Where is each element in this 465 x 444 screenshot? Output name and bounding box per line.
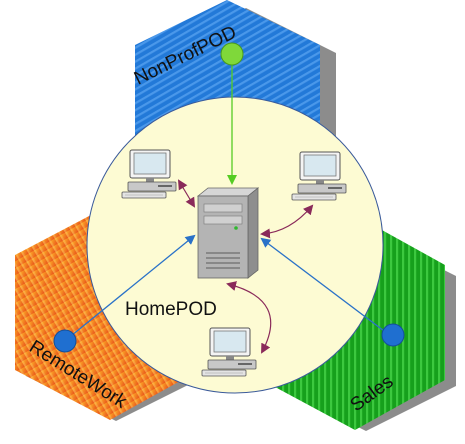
homepod-label: HomePOD xyxy=(125,299,217,320)
link-remote-to-server xyxy=(65,234,196,341)
nonprof-endpoint xyxy=(220,42,244,66)
link-ws-bottom xyxy=(226,281,272,354)
link-sales-to-server xyxy=(260,237,393,338)
workstation-right-icon xyxy=(291,151,347,201)
server-icon xyxy=(196,187,260,279)
link-ws-right xyxy=(260,204,314,239)
remote-endpoint xyxy=(53,329,77,353)
workstation-bottom-icon xyxy=(201,327,257,377)
sales-endpoint xyxy=(381,323,405,347)
workstation-left-icon xyxy=(121,149,177,199)
link-ws-left xyxy=(177,179,196,208)
